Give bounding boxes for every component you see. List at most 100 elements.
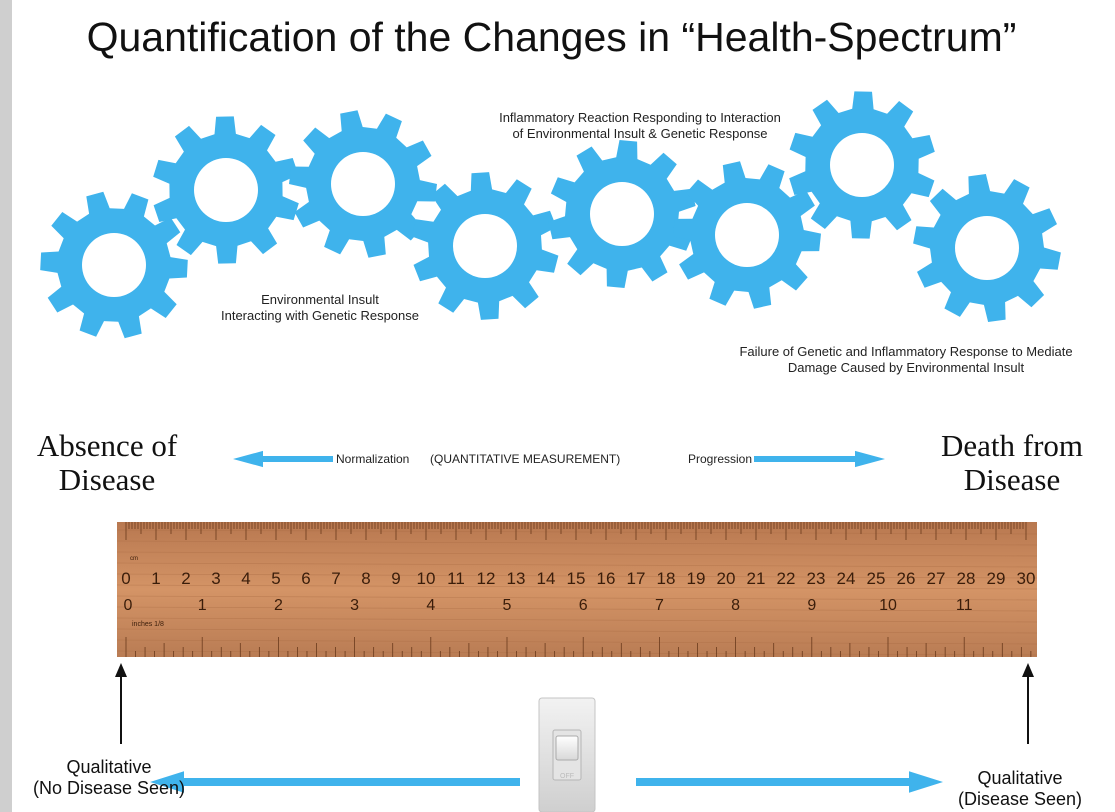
- inch-number: 1: [198, 597, 207, 614]
- cm-number: 24: [837, 569, 856, 588]
- ruler-body: [117, 522, 1037, 657]
- spectrum-arrows: [115, 450, 1034, 793]
- cm-number: 22: [777, 569, 796, 588]
- inch-number: 2: [274, 597, 283, 614]
- cm-number: 9: [391, 569, 400, 588]
- cm-number: 29: [987, 569, 1006, 588]
- cm-number: 26: [897, 569, 916, 588]
- gear-label-failure-line1: Failure of Genetic and Inflammatory Resp…: [739, 344, 1073, 359]
- gear-label-failure-line2: Damage Caused by Environmental Insult: [787, 360, 1025, 375]
- qualitative-left-line2: (No Disease Seen): [32, 778, 186, 798]
- cm-number: 25: [867, 569, 886, 588]
- right-arrow-icon: [754, 450, 885, 468]
- gear-hole: [194, 158, 258, 222]
- cm-number: 10: [417, 569, 436, 588]
- gear-hole: [955, 216, 1019, 280]
- gear-label-environmental-line2: Interacting with Genetic Response: [221, 308, 419, 323]
- inch-number: 11: [956, 597, 973, 614]
- qualitative-left-line1: Qualitative: [66, 757, 152, 777]
- quantitative-measurement-label: (QUANTITATIVE MEASUREMENT): [430, 452, 621, 466]
- cm-number: 5: [271, 569, 280, 588]
- wood-grain: [116, 595, 1038, 601]
- cm-number: 12: [477, 569, 496, 588]
- gear-label-inflammatory-line1: Inflammatory Reaction Responding to Inte…: [499, 110, 781, 125]
- cm-unit-label: cm: [130, 556, 138, 562]
- cm-number: 6: [301, 569, 310, 588]
- spectrum-start-line2: Disease: [58, 462, 156, 497]
- cm-number: 13: [507, 569, 526, 588]
- spectrum-end-label: Death from Disease: [912, 429, 1112, 497]
- gear-hole: [453, 214, 517, 278]
- toggle-switch-icon: OFF: [538, 697, 596, 812]
- wood-grain: [116, 628, 1038, 634]
- cm-number: 15: [567, 569, 586, 588]
- spectrum-start-label: Absence of Disease: [12, 429, 202, 497]
- up-arrow-icon-head: [1022, 663, 1034, 677]
- inch-number: 6: [579, 597, 588, 614]
- inch-number: 7: [655, 597, 664, 614]
- inch-number: 9: [807, 597, 816, 614]
- cm-number: 21: [747, 569, 766, 588]
- cm-number: 23: [807, 569, 826, 588]
- gear-hole: [590, 182, 654, 246]
- cm-number: 1: [151, 569, 160, 588]
- inch-number: 0: [124, 597, 133, 614]
- inch-number: 8: [731, 597, 740, 614]
- cm-number: 4: [241, 569, 250, 588]
- spectrum-end-line1: Death from: [940, 428, 1084, 463]
- switch-state-label: OFF: [560, 773, 574, 780]
- cm-number: 0: [121, 569, 130, 588]
- wood-grain: [116, 529, 1038, 535]
- cm-number: 7: [331, 569, 340, 588]
- cm-number: 30: [1017, 569, 1036, 588]
- cm-number: 27: [927, 569, 946, 588]
- cm-number: 18: [657, 569, 676, 588]
- inch-number: 3: [350, 597, 359, 614]
- qualitative-right-line2: (Disease Seen): [957, 789, 1083, 809]
- switch-lever: [555, 735, 579, 761]
- wood-grain: [116, 540, 1038, 546]
- inch-unit-label: inches 1/8: [132, 621, 164, 628]
- progression-label: Progression: [688, 452, 753, 466]
- gear-label-environmental-line1: Environmental Insult: [261, 292, 379, 307]
- gear-hole: [830, 133, 894, 197]
- gear-label-inflammatory-line2: of Environmental Insult & Genetic Respon…: [512, 126, 768, 141]
- wood-grain: [116, 617, 1038, 623]
- gear-hole: [715, 203, 779, 267]
- inch-number: 4: [426, 597, 435, 614]
- qualitative-no-disease-label: Qualitative (No Disease Seen): [14, 757, 204, 799]
- cm-number: 28: [957, 569, 976, 588]
- cm-number: 11: [447, 569, 465, 588]
- inch-number: 10: [879, 597, 897, 614]
- cm-number: 20: [717, 569, 736, 588]
- wood-grain: [116, 584, 1038, 590]
- qualitative-disease-seen-label: Qualitative (Disease Seen): [930, 768, 1110, 810]
- gear-label-failure: Failure of Genetic and Inflammatory Resp…: [697, 344, 1115, 376]
- bottom-right-arrow-icon: [636, 771, 943, 793]
- cm-number: 14: [537, 569, 556, 588]
- bottom-left-arrow-icon: [150, 771, 520, 793]
- wood-grain: [116, 650, 1038, 656]
- cm-number: 19: [687, 569, 706, 588]
- inch-number: 5: [503, 597, 512, 614]
- gear-label-environmental: Environmental Insult Interacting with Ge…: [170, 292, 470, 324]
- spectrum-start-line1: Absence of: [36, 428, 178, 463]
- spectrum-end-line2: Disease: [963, 462, 1061, 497]
- left-arrow-icon: [233, 450, 333, 468]
- cm-number: 8: [361, 569, 370, 588]
- wood-grain: [116, 573, 1038, 579]
- gear-chain: [40, 91, 1061, 339]
- wood-grain: [116, 562, 1038, 568]
- wood-grain: [116, 606, 1038, 612]
- cm-number: 16: [597, 569, 616, 588]
- cm-number: 17: [627, 569, 646, 588]
- gear-label-inflammatory: Inflammatory Reaction Responding to Inte…: [440, 110, 840, 142]
- normalization-label: Normalization: [336, 452, 410, 466]
- wood-grain: [116, 551, 1038, 557]
- wood-grain: [116, 639, 1038, 645]
- up-arrow-icon-head: [115, 663, 127, 677]
- gear-hole: [82, 233, 146, 297]
